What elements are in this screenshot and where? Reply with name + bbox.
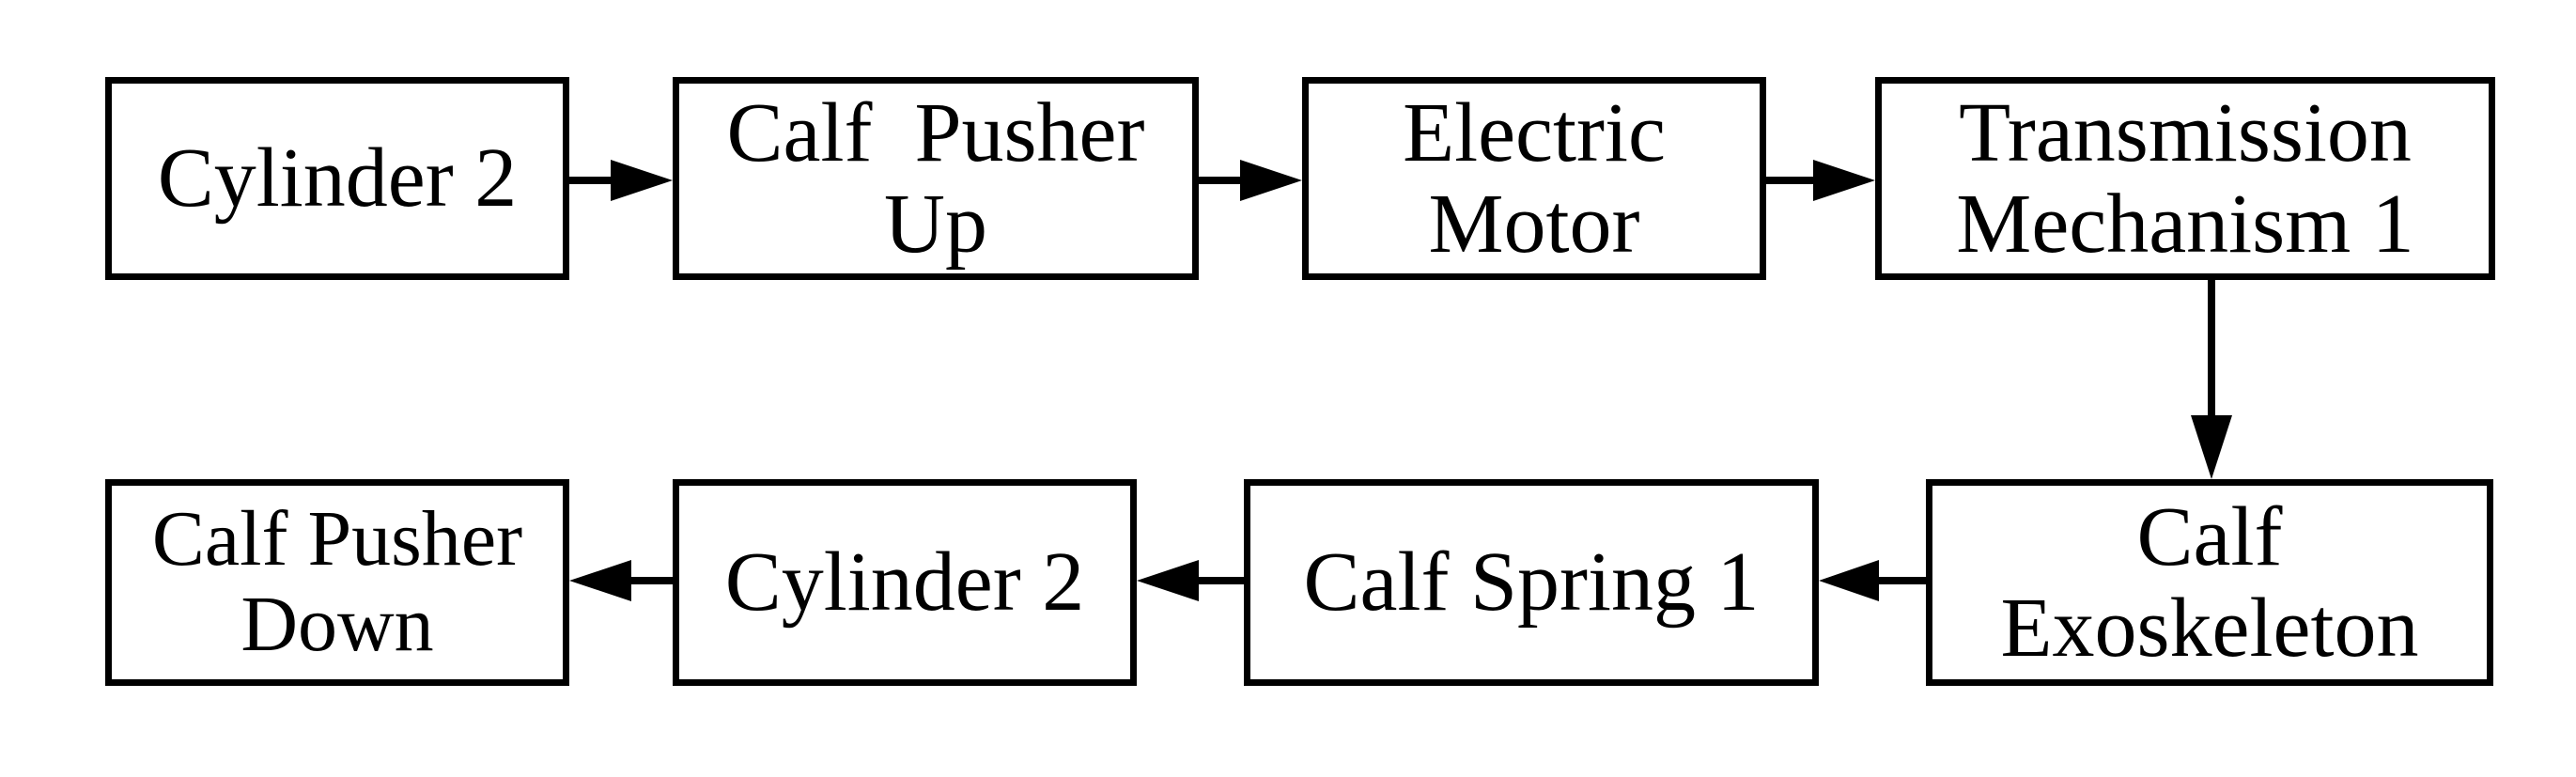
node-label-line-1: Calf Pusher [726,85,1145,179]
node-cylinder-2-top: Cylinder 2 [105,77,569,280]
node-label-line-1: Calf [2136,490,2283,583]
node-cylinder-2-bottom: Cylinder 2 [673,479,1137,686]
node-label-line-2: Exoskeleton [2000,582,2419,675]
node-label-line-1: Transmission [1959,85,2412,179]
arrow-spring-to-cylinder [1137,560,1244,601]
node-label-line-2: Motor [1428,178,1640,271]
node-calf-pusher-down: Calf Pusher Down [105,479,569,686]
node-electric-motor: Electric Motor [1302,77,1766,280]
arrow-motor-to-transmission [1766,160,1875,201]
node-label-line-2: Down [241,581,434,668]
node-label: Cylinder 2 [157,132,518,225]
arrow-cylinder-to-calf-pusher-down [569,560,673,601]
node-calf-pusher-up: Calf Pusher Up [673,77,1199,280]
node-transmission-mechanism: Transmission Mechanism 1 [1875,77,2495,280]
node-calf-exoskeleton: Calf Exoskeleton [1926,479,2493,686]
node-label: Calf Spring 1 [1303,536,1760,629]
node-label-line-2: Up [884,178,987,271]
node-label: Cylinder 2 [724,536,1085,629]
arrow-calf-pusher-up-to-motor [1199,160,1302,201]
node-label-line-1: Electric [1403,85,1666,179]
arrow-transmission-to-exoskeleton [2191,280,2232,479]
node-label-line-2: Mechanism 1 [1956,178,2414,271]
arrow-cylinder-to-calf-pusher-up [569,160,673,201]
arrow-exoskeleton-to-spring [1819,560,1926,601]
node-label-line-1: Calf Pusher [151,495,523,583]
node-calf-spring-1: Calf Spring 1 [1244,479,1819,686]
